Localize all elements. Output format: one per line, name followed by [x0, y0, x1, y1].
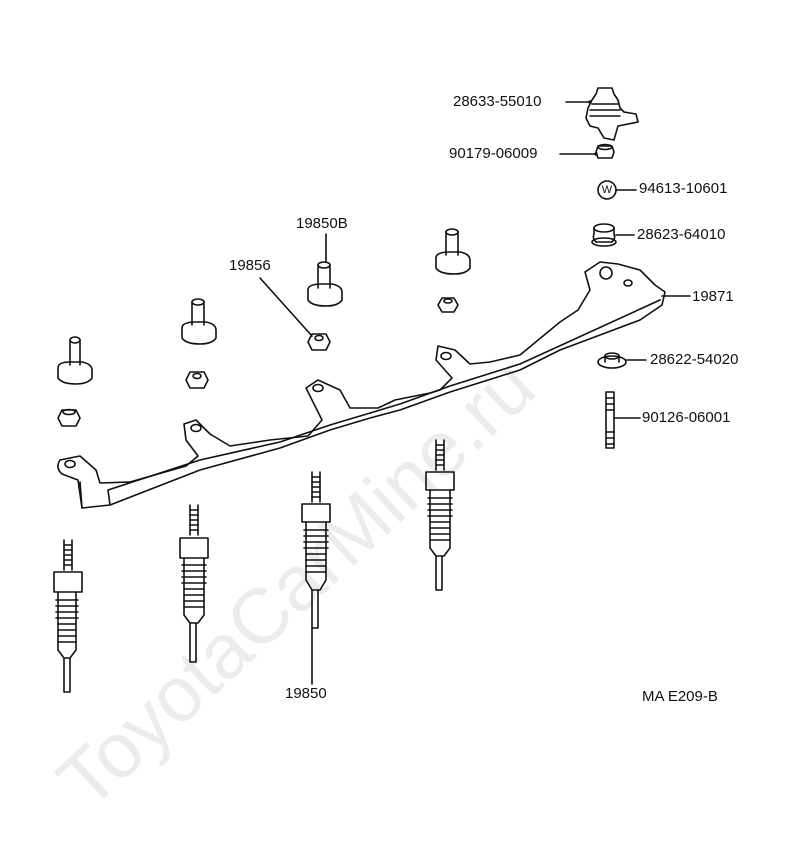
label-28622-54020: 28622-54020 [650, 351, 739, 368]
nut-2 [185, 371, 209, 389]
label-90126-06001: 90126-06001 [642, 409, 731, 426]
glow-plug-1 [53, 539, 83, 693]
label-28623-64010: 28623-64010 [637, 226, 726, 243]
label-94613-10601: 94613-10601 [639, 180, 728, 197]
glow-plug-2 [179, 504, 209, 663]
terminal-cap-1 [57, 336, 93, 385]
diagram-code: MA E209-B [642, 688, 718, 705]
connector-boot [585, 87, 639, 141]
terminal-cap-2 [181, 298, 217, 345]
washer-w-symbol: W [601, 184, 613, 196]
insulator [591, 223, 617, 247]
label-28633-55010: 28633-55010 [453, 93, 542, 110]
flat-washer [597, 352, 627, 369]
label-19871: 19871 [692, 288, 734, 305]
label-19850b: 19850B [296, 215, 348, 232]
glow-plug-3 [301, 471, 331, 629]
label-90179-06009: 90179-06009 [449, 145, 538, 162]
bus-bar-plate [57, 261, 666, 509]
nut-3 [307, 333, 331, 351]
terminal-cap-3 [307, 261, 343, 307]
stud-bolt [605, 391, 615, 449]
leader-19856 [259, 277, 313, 337]
terminal-cap-4 [435, 228, 471, 275]
nut-1 [57, 408, 81, 427]
glow-plug-4 [425, 439, 455, 591]
nut-4 [437, 297, 459, 313]
small-nut [595, 143, 615, 159]
label-19850: 19850 [285, 685, 327, 702]
label-19856: 19856 [229, 257, 271, 274]
